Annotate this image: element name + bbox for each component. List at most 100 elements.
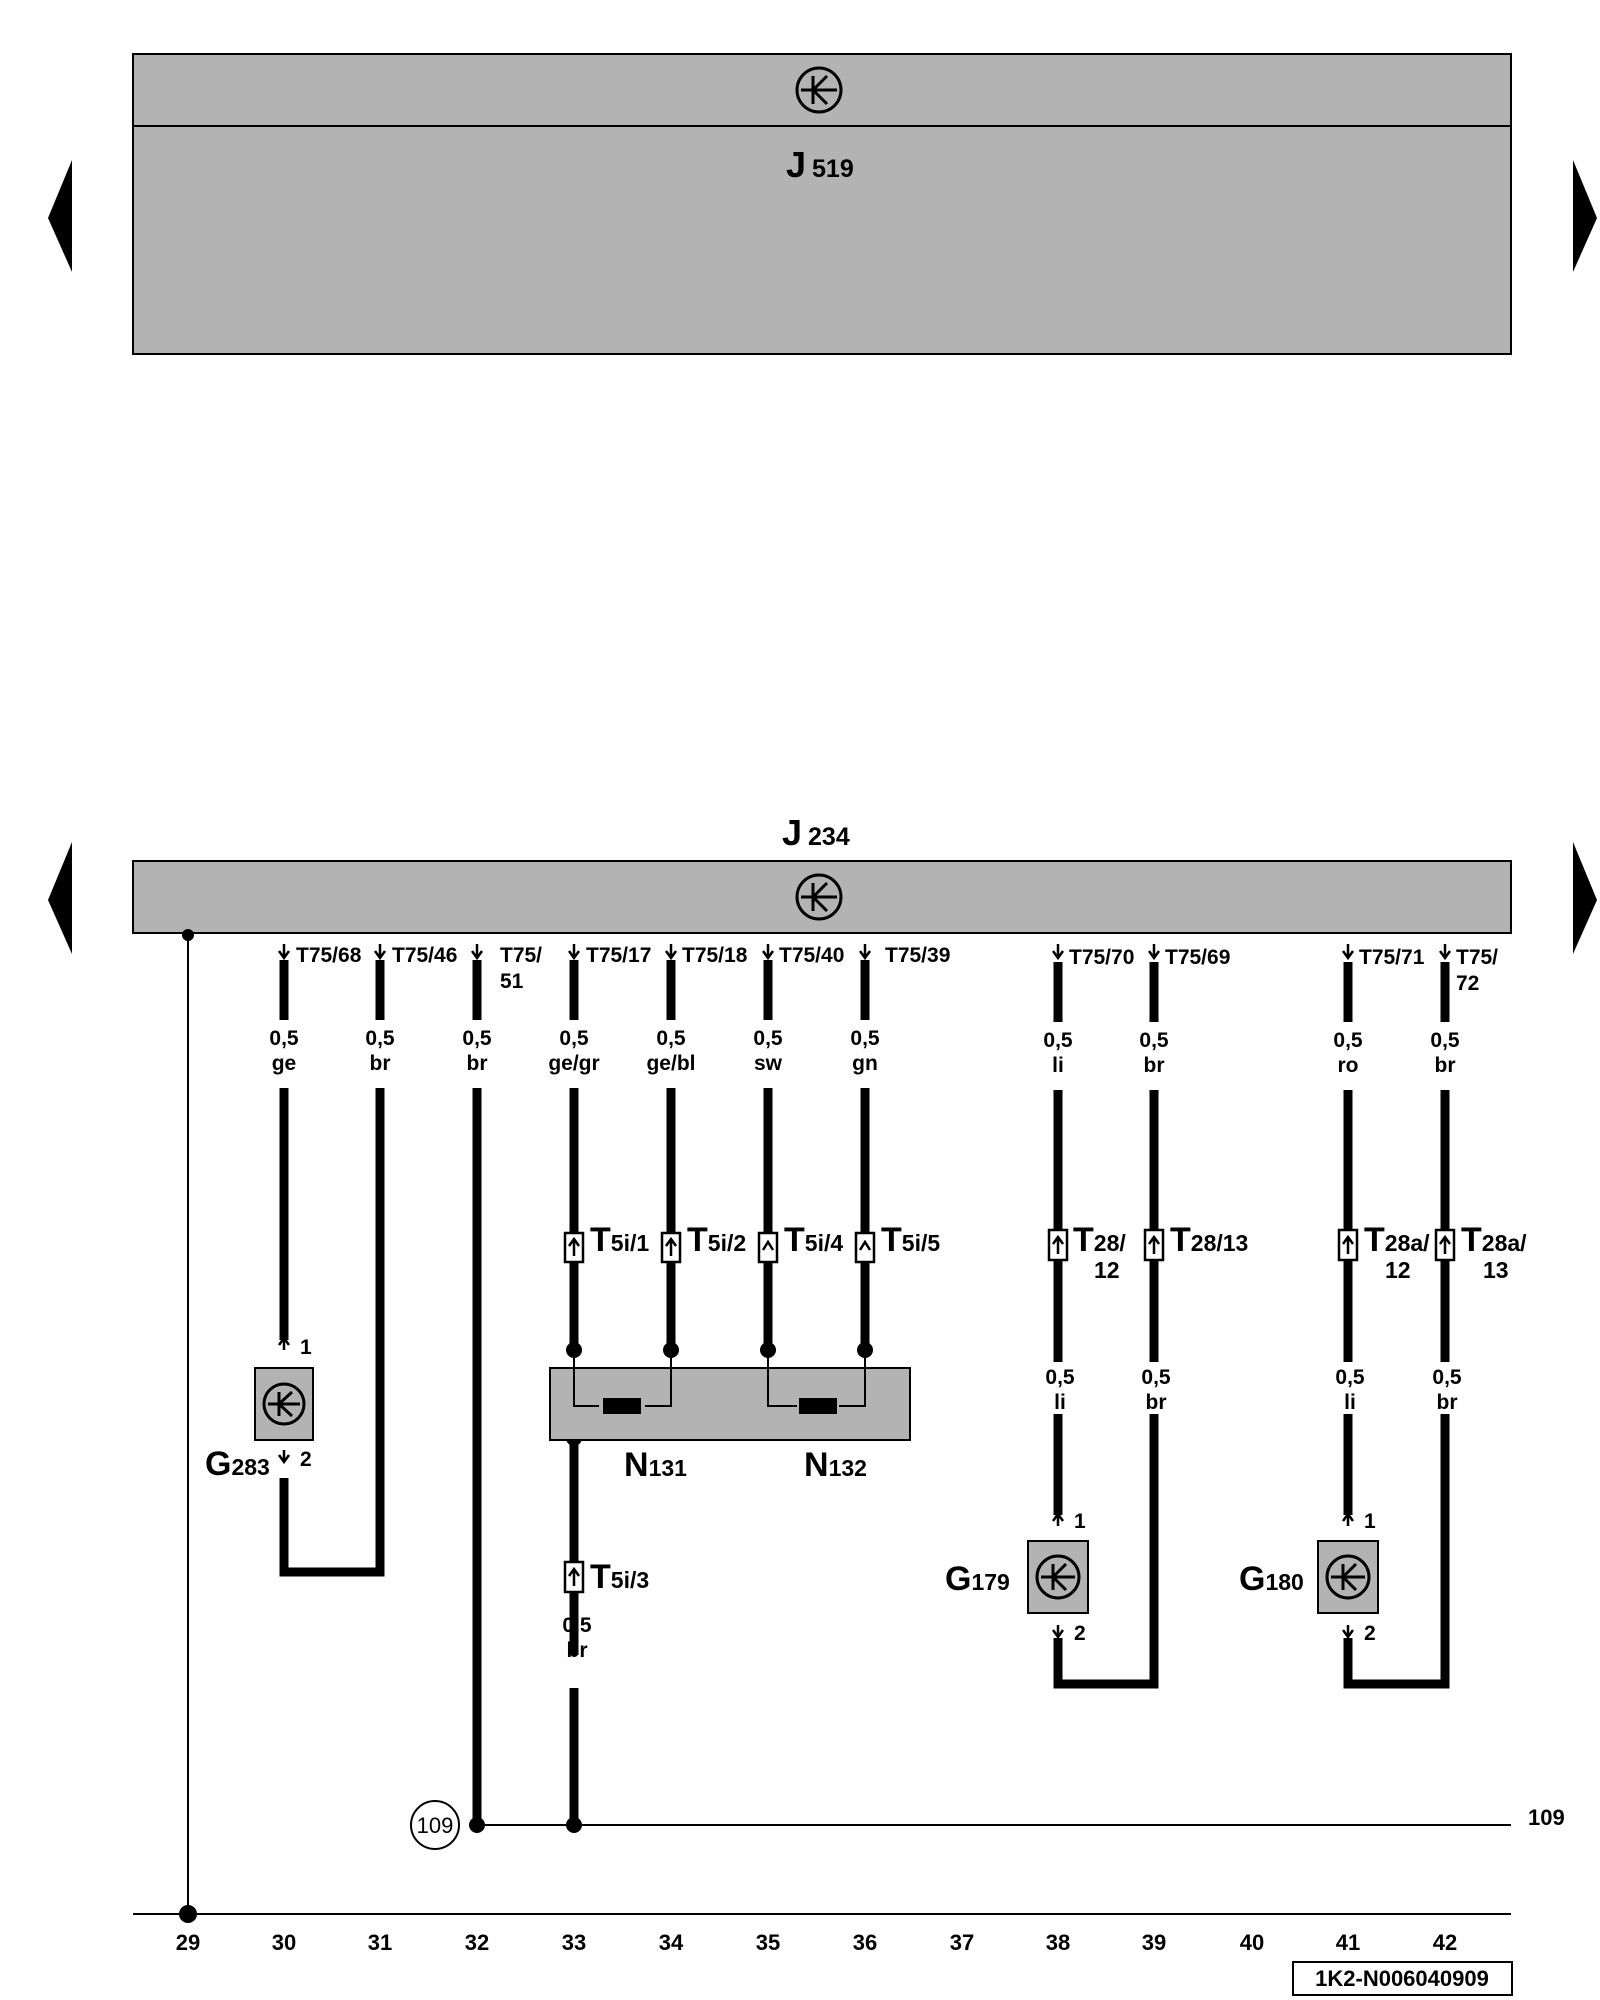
sensor-symbol-icon	[1325, 1554, 1371, 1600]
component-label-g283: G283	[205, 1445, 270, 1483]
pin-label: T75/18	[682, 944, 748, 967]
connector-labels: T5i/1 T5i/2 T5i/4 T5i/5 T28/ 12 T28/13 T…	[590, 1221, 1527, 1596]
column-number: 30	[272, 1930, 296, 1955]
pin-label: 51	[500, 970, 524, 993]
column-number: 33	[562, 1930, 586, 1955]
wire-size: 0,5	[462, 1027, 492, 1050]
pin-label: T75/	[1456, 946, 1498, 969]
column-numbers: 29 30 31 32 33 34 35 36 37 38 39 40 41 4…	[176, 1930, 1457, 1955]
wire-size: 0,5	[656, 1027, 686, 1050]
wire-size: 0,5	[1335, 1366, 1365, 1389]
wire-labels-top: 0,5 ge 0,5 br 0,5 br 0,5 ge/gr 0,5 ge/bl…	[269, 1027, 1460, 1077]
wire-color: br	[1437, 1391, 1458, 1414]
wire-size: 0,5	[1333, 1029, 1363, 1052]
column-number: 42	[1433, 1930, 1457, 1955]
wire-color: br	[567, 1639, 588, 1662]
column-number: 34	[659, 1930, 684, 1955]
prev-page-arrow-lower[interactable]	[48, 842, 72, 954]
connector-label: T5i/5	[881, 1221, 940, 1259]
wire-color: br	[467, 1052, 488, 1075]
wire-size: 0,5	[269, 1027, 299, 1050]
sensor-pin-label: 2	[300, 1448, 312, 1471]
column-number: 32	[465, 1930, 489, 1955]
prev-page-arrow[interactable]	[48, 160, 72, 272]
wire-size: 0,5	[1430, 1029, 1460, 1052]
wire-size: 0,5	[753, 1027, 783, 1050]
sensor-symbol-icon	[1035, 1554, 1081, 1600]
component-label-g180: G180	[1239, 1560, 1304, 1598]
sensor-symbol-icon	[262, 1382, 306, 1426]
column-number: 35	[756, 1930, 780, 1955]
pin-label: T75/40	[779, 944, 844, 967]
wire-color: ge/bl	[646, 1052, 695, 1075]
sensor-pin-label: 2	[1364, 1622, 1376, 1645]
sensor-pin-label: 1	[1074, 1510, 1086, 1533]
sensor-pin-label: 1	[1364, 1510, 1376, 1533]
connector-label: T5i/2	[687, 1221, 746, 1259]
wire-size: 0,5	[1043, 1029, 1073, 1052]
column-number: 40	[1240, 1930, 1264, 1955]
sensor-pin-label: 2	[1074, 1622, 1086, 1645]
column-number: 41	[1336, 1930, 1360, 1955]
connector-label: T28/	[1073, 1221, 1126, 1259]
document-id-text: 1K2-N006040909	[1315, 1966, 1489, 1991]
wire-size: 0,5	[1139, 1029, 1169, 1052]
pin-label: T75/68	[296, 944, 362, 967]
wire-color: gn	[852, 1052, 878, 1075]
wire-color: li	[1052, 1054, 1064, 1077]
pin-label: T75/17	[586, 944, 651, 967]
sensor-g283: 1 2 G283	[205, 1335, 314, 1483]
wire-size: 0,5	[1045, 1366, 1075, 1389]
connector-label: 13	[1483, 1257, 1509, 1283]
sensor-g180: 1 2 G180	[1239, 1510, 1379, 1645]
wire-size: 0,5	[1141, 1366, 1171, 1389]
control-unit-symbol-icon	[795, 873, 843, 921]
wires	[279, 960, 1450, 1825]
wire-size: 0,5	[850, 1027, 880, 1050]
pin-label: T75/69	[1165, 946, 1230, 969]
document-id: 1K2-N006040909	[1292, 1961, 1513, 1996]
wire-color: ge/gr	[548, 1052, 599, 1075]
wire-color: sw	[754, 1052, 783, 1075]
component-label-n132: N132	[804, 1446, 867, 1484]
component-label-g179: G179	[945, 1560, 1010, 1598]
wire-color: li	[1344, 1391, 1356, 1414]
pin-label: T75/46	[392, 944, 457, 967]
wire-color: br	[1144, 1054, 1165, 1077]
wire-color: br	[370, 1052, 391, 1075]
pin-label: T75/71	[1359, 946, 1425, 969]
wire-size: 0,5	[365, 1027, 395, 1050]
column-number: 31	[368, 1930, 392, 1955]
wire-color: ro	[1338, 1054, 1359, 1077]
next-page-arrow[interactable]	[1573, 160, 1597, 272]
wire-size: 0,5	[1432, 1366, 1462, 1389]
pin-label: T75/70	[1069, 946, 1134, 969]
control-unit-symbol-icon	[795, 66, 843, 114]
valve-block-n131-n132: N131 N132	[549, 1350, 911, 1484]
next-page-arrow-lower[interactable]	[1573, 842, 1597, 954]
connector-label: T28a/	[1461, 1221, 1527, 1259]
pin-labels: T75/68 T75/46 T75/ 51 T75/17 T75/18 T75/…	[296, 944, 1498, 995]
wire-labels-lower: 0,5 li 0,5 br 0,5 li 0,5 br 0,5 br	[562, 1366, 1462, 1662]
ground-continuation-label: 109	[1528, 1805, 1565, 1830]
connector-label: T5i/1	[590, 1221, 649, 1259]
column-number: 36	[853, 1930, 877, 1955]
wire-size: 0,5	[559, 1027, 589, 1050]
component-label-n131: N131	[624, 1446, 687, 1484]
sensor-pin-label: 1	[300, 1336, 312, 1359]
ground-point-number: 109	[417, 1813, 454, 1838]
connector-label: 12	[1385, 1257, 1411, 1283]
column-number: 37	[950, 1930, 974, 1955]
wire-color: li	[1054, 1391, 1066, 1414]
pin-label: 72	[1456, 972, 1479, 995]
sensor-g179: 1 2 G179	[945, 1510, 1089, 1645]
column-number: 29	[176, 1930, 200, 1955]
wire-color: br	[1146, 1391, 1167, 1414]
ground-point-circle	[410, 1800, 460, 1850]
wire-color: ge	[272, 1052, 297, 1075]
connector-label: 12	[1094, 1257, 1120, 1283]
pin-label: T75/	[500, 944, 542, 967]
